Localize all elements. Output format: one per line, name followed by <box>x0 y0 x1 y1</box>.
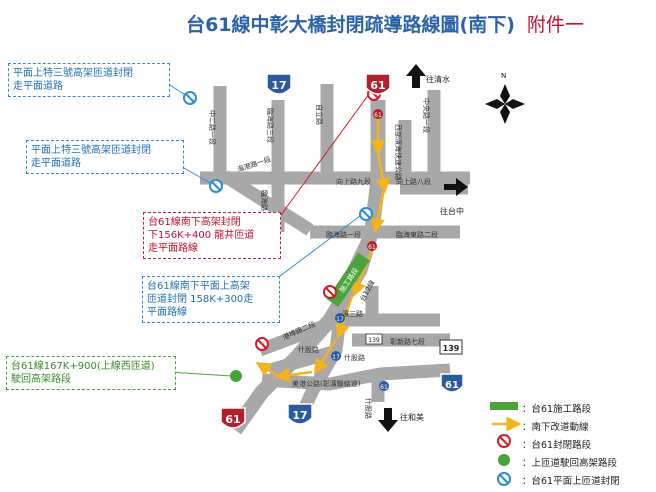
shield-17-top-label: 17 <box>271 79 286 92</box>
blue-no-entry-icon <box>359 207 373 221</box>
legend-icons <box>490 402 522 486</box>
label-ziqiang: 自立路 <box>315 104 324 125</box>
shield-61-bottom: 61 <box>220 407 246 429</box>
shield-small-61-c-label: 61 <box>380 384 388 391</box>
shield-17-bottom: 17 <box>287 403 313 425</box>
label-shihu3: 什股路 <box>364 398 373 419</box>
label-linhai2: 臨海路二段 <box>260 190 269 225</box>
label-xibin: 西部濱海快速公路 <box>394 124 403 180</box>
label-linhaidong: 臨海東路二段 <box>396 230 438 239</box>
road-meigang <box>261 363 451 391</box>
leader-c5 <box>167 371 233 377</box>
detour-seg-8 <box>255 362 279 378</box>
label-linhai3: 臨海路三段 <box>266 108 275 143</box>
leader-c4 <box>267 215 361 286</box>
legend-text-detour: ：南下改道動線 <box>522 422 589 433</box>
detour-seg-7 <box>274 367 313 383</box>
legend-construction-bar <box>490 402 518 410</box>
legend-row-return: ：上匝道駛回高架路段 <box>486 452 646 470</box>
shield-small-17-a: 17 <box>335 313 345 323</box>
title-main: 台61線中彰大橋封閉疏導路線圖(南下) <box>186 14 515 36</box>
legend-text-closure: ：台61封閉路段 <box>522 440 592 451</box>
legend-row-detour: ：南下改道動線 <box>486 416 646 434</box>
label-zhonger: 中二路一段 <box>208 110 217 145</box>
label-zhongyang: 中央路一段 <box>422 98 431 133</box>
shield-139-b-label: 139 <box>443 344 460 353</box>
callout-southbound-closure: 台61線南下高架封閉 下156K+400 龍井匝道 走平面路線 <box>143 212 281 259</box>
shield-small-61-b: 61 <box>367 241 377 251</box>
detour-seg-5 <box>335 295 354 340</box>
label-shihu1: 什股路 <box>298 345 319 354</box>
label-shang9: 向上路九段 <box>336 177 371 186</box>
label-linhai1: 臨海路一段 <box>326 230 361 239</box>
green-return-dot <box>230 370 242 382</box>
label-shihu2: 什股路 <box>344 353 365 362</box>
label-dir-hemei: 往和美 <box>400 412 424 422</box>
shield-small-17-b-label: 17 <box>332 354 340 361</box>
shield-small-61-b-label: 61 <box>368 244 376 251</box>
shield-139-a: 139 <box>365 333 383 345</box>
shield-61-right-label: 61 <box>445 380 459 391</box>
label-meigang: 美港公路(彰濱聯絡道) <box>292 379 361 388</box>
shield-17-bottom-label: 17 <box>292 409 307 422</box>
arrow-right-icon <box>444 178 468 196</box>
blue-no-entry-icon <box>183 91 197 105</box>
legend-green-dot <box>498 454 510 466</box>
callout-onramp-closure: 台61線南下平面上高架 匝道封閉 158K+300走 平面路線 <box>142 276 280 323</box>
label-shang8: 向上路八段 <box>396 177 431 186</box>
shield-61-right: 61 <box>440 373 464 393</box>
label-dir-taizhong: 往台中 <box>440 206 464 216</box>
callout-ramp-closure-1: 平面上特三號高架匝道封閉 走平面道路 <box>8 63 170 97</box>
shield-17-top: 17 <box>266 73 292 95</box>
legend-row-closure: ：台61封閉路段 <box>486 434 646 452</box>
label-zhangxin7: 彰新路七段 <box>390 337 425 346</box>
no-entry-icon <box>255 337 269 351</box>
shield-61-top: 61 <box>365 73 391 95</box>
shield-139-a-label: 139 <box>368 337 380 344</box>
label-haigang: 海港路一段 <box>236 155 272 174</box>
shield-61-top-label: 61 <box>370 79 385 92</box>
compass-north-label: N <box>501 72 506 80</box>
callout-return-viaduct: 台61線167K+900(上線西匝道) 駛回高架路段 <box>6 356 176 390</box>
arrow-up-icon <box>406 64 426 88</box>
blue-no-entry-icon <box>209 179 223 193</box>
legend-row-construction: ：台61施工路段 <box>486 398 646 416</box>
page-title: 台61線中彰大橋封閉疏導路線圖(南下) 附件一 <box>150 10 620 37</box>
shield-139-b: 139 <box>439 339 463 355</box>
legend-text-onramp: ：台61平面上匝道封閉 <box>522 476 620 487</box>
attachment-label: 附件一 <box>526 14 584 36</box>
legend-row-onramp: ：台61平面上匝道封閉 <box>486 470 646 488</box>
shield-small-61-a: 61 <box>373 109 383 119</box>
shield-small-61-a-label: 61 <box>374 112 382 119</box>
legend-blue-no-entry-icon <box>497 472 511 486</box>
shield-small-17-b: 17 <box>331 351 341 361</box>
no-entry-icon <box>323 285 337 299</box>
legend-text-return: ：上匝道駛回高架路段 <box>522 458 618 469</box>
shield-small-17-a-label: 17 <box>336 316 344 323</box>
arrow-down-icon <box>378 408 398 432</box>
detour-seg-3 <box>370 189 386 234</box>
leader-lines <box>161 79 373 377</box>
label-bin3: 濱三路 <box>342 309 363 318</box>
detour-seg-6 <box>313 339 338 375</box>
blue-closure-signs <box>183 91 373 221</box>
road-haigang <box>221 170 314 236</box>
shield-61-bottom-label: 61 <box>225 413 240 426</box>
road-gangbu <box>257 313 343 357</box>
leader-c3 <box>269 89 373 231</box>
legend-text-construction: ：台61施工路段 <box>522 404 592 415</box>
legend: ：台61施工路段 ：南下改道動線 ：台61封閉路段 ：上匝道駛回高架路段 ：台6… <box>486 398 646 488</box>
shield-small-61-c: 61 <box>379 381 389 391</box>
legend-no-entry-icon <box>497 434 511 448</box>
compass-icon: N <box>485 72 525 124</box>
callout-ramp-closure-2: 平面上特三號高架匝道封閉 走平面道路 <box>26 140 184 174</box>
direction-arrows: 往清水 往台中 往和美 <box>378 64 468 432</box>
label-dir-qingshui: 往清水 <box>426 74 450 84</box>
detour-seg-2 <box>375 151 391 194</box>
detour-route <box>255 118 391 383</box>
detour-seg-4 <box>351 249 374 297</box>
